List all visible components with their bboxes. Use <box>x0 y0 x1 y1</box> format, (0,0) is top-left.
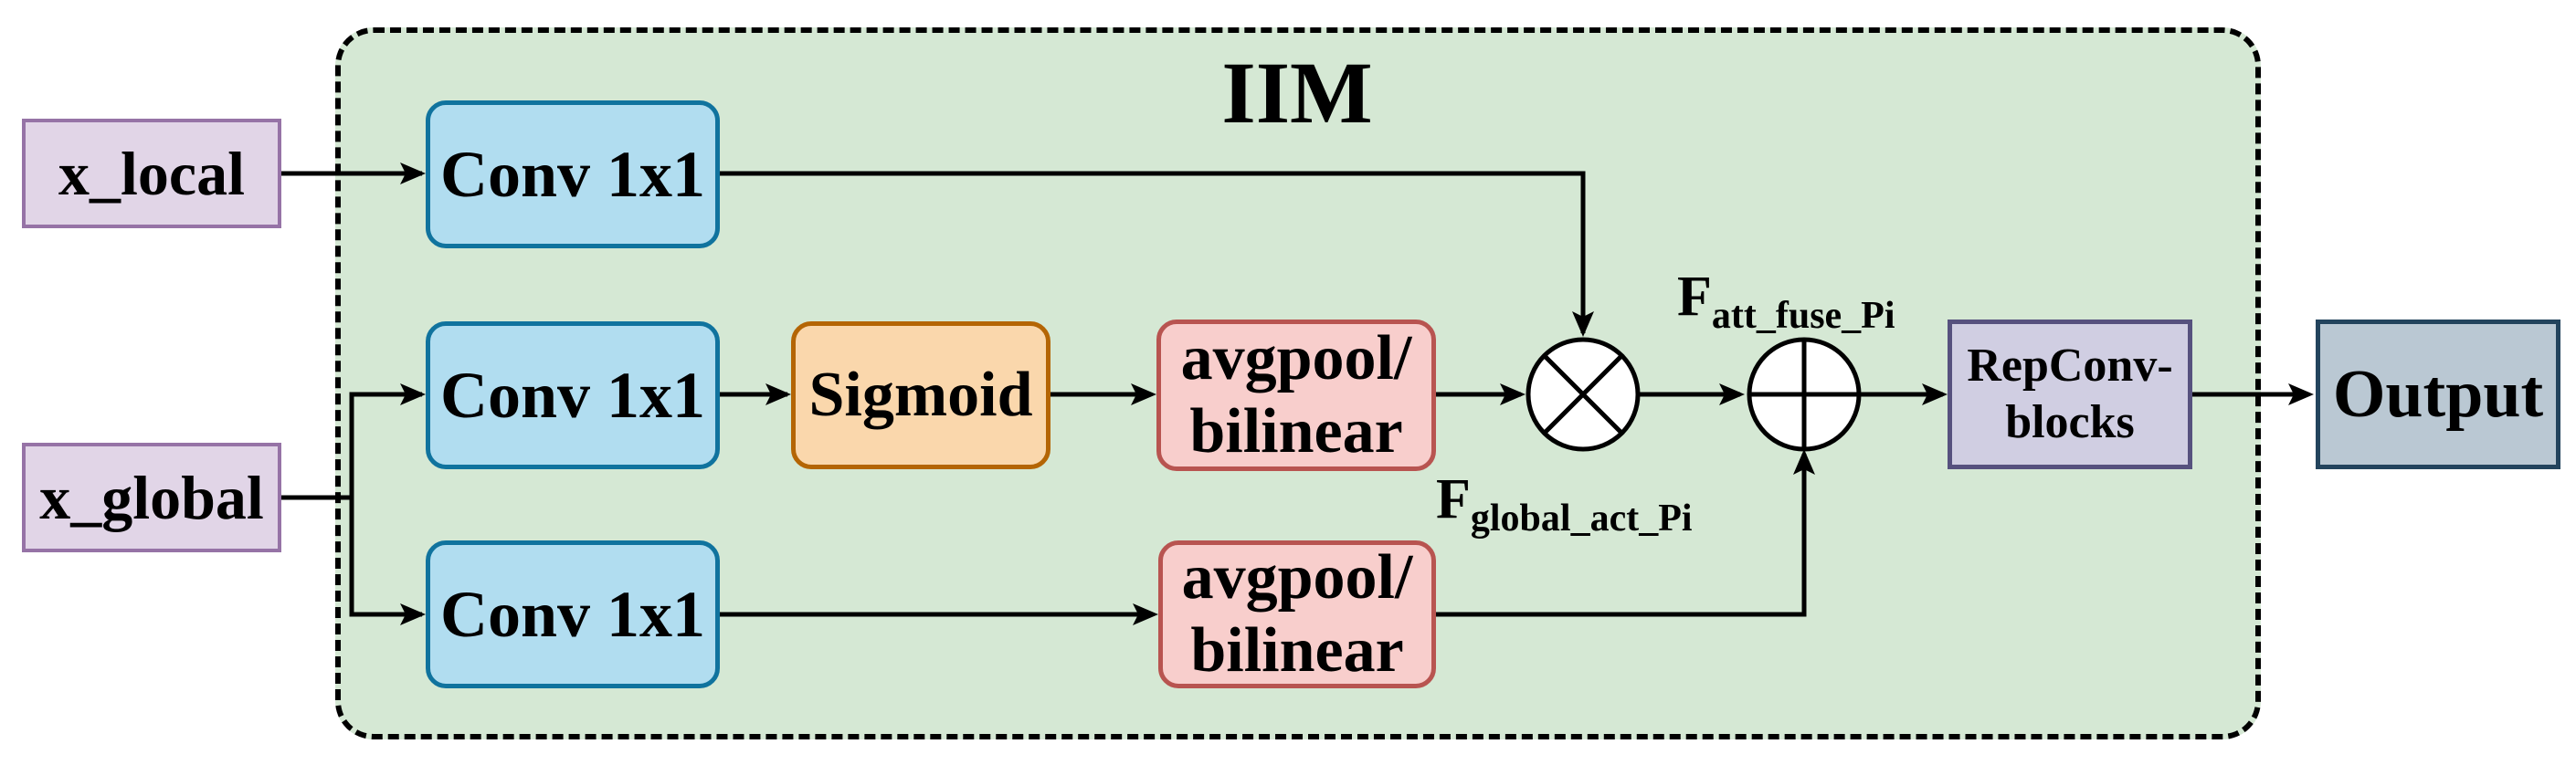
conv-mid-block: Conv 1x1 <box>426 321 720 469</box>
sigmoid-label: Sigmoid <box>808 360 1033 430</box>
arrowhead <box>1572 311 1594 337</box>
pool-mid-label-line1: avgpool/ <box>1180 323 1412 393</box>
att-fuse-label: Fatt_fuse_Pi <box>1677 266 1895 337</box>
add-operator-icon <box>1747 337 1862 452</box>
conv-top-block: Conv 1x1 <box>426 100 720 248</box>
arrowhead <box>400 162 426 184</box>
repconv-block: RepConv- blocks <box>1948 320 2192 469</box>
edge-global-branch-bottom <box>349 498 422 617</box>
edge-pool-bot-to-add <box>1436 454 1807 617</box>
module-title: IIM <box>1221 44 1373 141</box>
output-label: Output <box>2332 356 2544 432</box>
pool-bot-label-line2: bilinear <box>1190 615 1404 686</box>
edge-global-branch <box>281 392 422 500</box>
x-global-label: x_global <box>39 462 264 532</box>
x-local-input: x_local <box>22 119 281 228</box>
repconv-label-line2: blocks <box>2005 396 2135 448</box>
conv-bot-block: Conv 1x1 <box>426 540 720 688</box>
multiply-operator-icon <box>1526 337 1641 452</box>
edge-conv-top-to-multiply <box>720 171 1586 333</box>
arrowhead <box>1719 383 1745 405</box>
conv-top-label: Conv 1x1 <box>439 137 706 211</box>
pool-mid-block: avgpool/ bilinear <box>1156 320 1436 471</box>
arrowhead <box>1500 383 1526 405</box>
x-local-label: x_local <box>58 138 245 208</box>
arrowhead <box>400 603 426 625</box>
global-act-label: Fglobal_act_Pi <box>1436 468 1693 540</box>
arrowhead <box>765 383 791 405</box>
pool-mid-label-line2: bilinear <box>1189 396 1403 466</box>
conv-bot-label: Conv 1x1 <box>439 577 706 651</box>
arrowhead <box>1922 383 1948 405</box>
repconv-label-line1: RepConv- <box>1967 340 2173 392</box>
arrowhead <box>400 383 426 405</box>
arrowhead <box>1131 383 1156 405</box>
arrowhead <box>1793 449 1815 475</box>
arrowhead <box>1133 603 1158 625</box>
pool-bot-label-line1: avgpool/ <box>1181 542 1413 613</box>
conv-mid-label: Conv 1x1 <box>439 358 706 432</box>
pool-bot-block: avgpool/ bilinear <box>1158 540 1436 688</box>
sigmoid-block: Sigmoid <box>791 321 1050 469</box>
x-global-input: x_global <box>22 443 281 552</box>
arrowhead <box>2288 383 2314 405</box>
output-block: Output <box>2316 320 2560 469</box>
